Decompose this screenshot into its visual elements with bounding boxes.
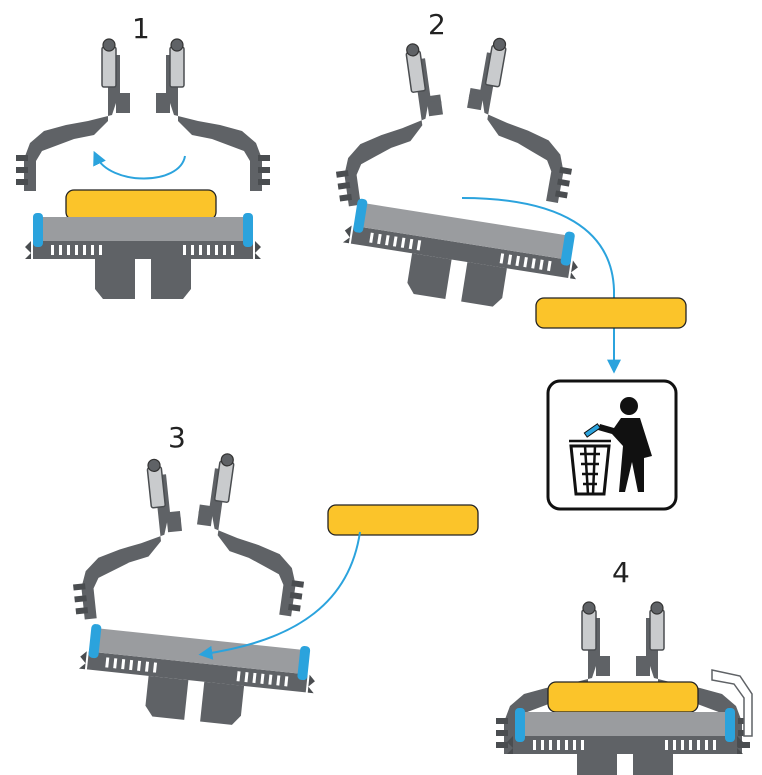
step-3-new-pad: [327, 504, 479, 536]
step-3-left-arm: [60, 456, 191, 622]
step-3-right-arm: [186, 451, 320, 617]
trash-bin-disposal-icon: [546, 379, 678, 511]
step-3-number: 3: [168, 421, 186, 454]
step-1-right-arm: [156, 39, 270, 191]
step-4-group: 4: [495, 556, 753, 775]
step-4-pad: [547, 681, 699, 713]
step-2-old-pad: [535, 297, 687, 329]
step-2-discard-arrow: [461, 197, 621, 374]
step-4-number: 4: [612, 556, 630, 589]
step-1-base: [25, 213, 261, 299]
step-1-number: 1: [132, 12, 150, 45]
step-3-insert-arrow: [198, 531, 361, 660]
step-4-base: [507, 708, 743, 775]
step-4-clip-highlight: [711, 669, 753, 737]
step-3-group: 3: [60, 421, 479, 734]
step-1-rotate-arrow: [93, 150, 186, 180]
step-1-left-arm: [15, 38, 131, 192]
step-1-pad: [65, 189, 217, 221]
step-2-right-arm: [454, 35, 593, 204]
step-3-base: [74, 622, 319, 734]
step-1-group: 1: [15, 12, 270, 299]
step-2-group: 2: [319, 8, 687, 511]
step-2-number: 2: [428, 8, 446, 41]
step-2-left-arm: [319, 40, 455, 209]
